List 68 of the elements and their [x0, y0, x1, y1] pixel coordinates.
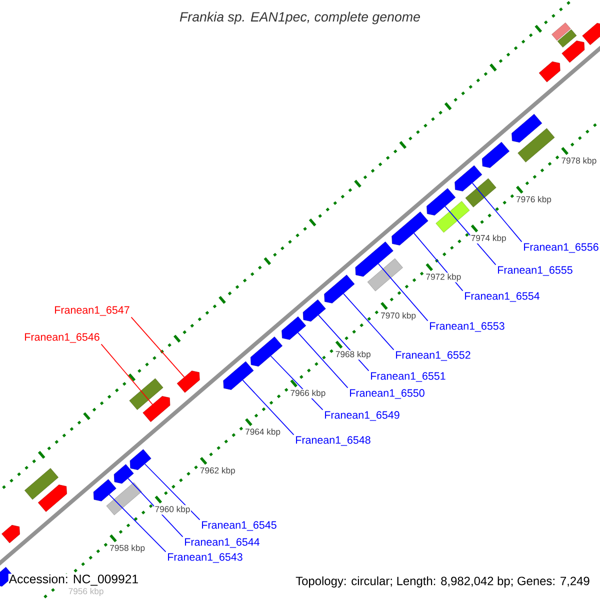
tick-label: 7958 kbp: [108, 544, 146, 554]
leader-line: [343, 293, 394, 350]
gene-label: Franean1_6546: [25, 333, 100, 343]
feature-bar: [465, 178, 496, 208]
tick-label: 7964 kbp: [244, 428, 282, 438]
gene-block: [223, 361, 254, 390]
leader-line: [130, 316, 185, 378]
gene-block: [392, 212, 428, 246]
gene-label: Franean1_6548: [296, 436, 370, 446]
tick-label: 7972 kbp: [425, 272, 462, 282]
gene-block: [324, 274, 355, 304]
gene-block: [2, 524, 20, 544]
gene-block: [114, 464, 134, 484]
tick-label: 7976 kbp: [515, 195, 552, 205]
gene-block: [302, 299, 326, 322]
feature-bar: [552, 22, 571, 41]
leader-line: [378, 263, 428, 322]
leader-line: [472, 182, 522, 242]
gene-block: [130, 449, 152, 470]
genome-info-text: Topology: circular; Length: 8,982,042 bp; Genes: 7,249: [294, 574, 592, 590]
tick-label: 7970 kbp: [380, 312, 417, 321]
gene-label: Franean1_6552: [396, 351, 470, 361]
feature-bar: [518, 128, 555, 162]
accession-text: Accession: NC_009921: [8, 574, 140, 586]
gene-block: [538, 61, 560, 82]
gene-block: [93, 479, 116, 502]
gene-label: Franean1_6555: [498, 266, 572, 276]
gene-label: Franean1_6549: [325, 411, 400, 421]
tick-label: 7966 kbp: [290, 388, 326, 398]
gene-label: Franean1_6556: [524, 243, 598, 253]
feature-bar: [106, 482, 142, 516]
gene-block: [38, 484, 67, 512]
gene-label: Franean1_6553: [430, 322, 504, 332]
gene-block: [355, 242, 394, 277]
gene-block: [582, 23, 600, 46]
gene-label: Franean1_6544: [185, 538, 260, 548]
gene-label: Franean1_6554: [465, 292, 540, 302]
title: Frankia sp. EAN1pec, complete genome: [180, 12, 420, 24]
gene-label: Franean1_6550: [350, 389, 424, 399]
gene-block: [562, 40, 585, 63]
gene-block: [454, 165, 482, 192]
gene-block: [142, 396, 170, 422]
feature-bar: [24, 468, 58, 500]
gene-block: [282, 316, 306, 340]
gene-block: [512, 114, 542, 143]
tick-label: 7962 kbp: [199, 466, 236, 476]
tick-label: 7960 kbp: [154, 505, 191, 515]
tick-label: 7968 kbp: [334, 350, 372, 360]
leader-line: [100, 344, 153, 405]
tick-label: 7956 kbp: [68, 587, 104, 597]
gene-label: Franean1_6547: [55, 306, 130, 316]
tick-label: 7974 kbp: [470, 234, 508, 244]
feature-bar: [129, 378, 164, 410]
gene-block: [426, 188, 456, 216]
leader-line: [242, 380, 294, 436]
feature-bar: [436, 201, 470, 233]
gene-block: [482, 142, 510, 168]
feature-bar: [367, 258, 403, 292]
gene-label: Franean1_6551: [371, 372, 446, 382]
leader-line: [108, 494, 166, 552]
gene-block: [250, 336, 282, 366]
leader-line: [144, 464, 200, 520]
gene-block: [176, 370, 200, 393]
tick-label: 7978 kbp: [560, 156, 598, 166]
leader-line: [298, 332, 348, 388]
feature-bar: [557, 29, 577, 48]
gene-label: Franean1_6543: [168, 553, 242, 563]
gene-label: Franean1_6545: [202, 521, 276, 531]
